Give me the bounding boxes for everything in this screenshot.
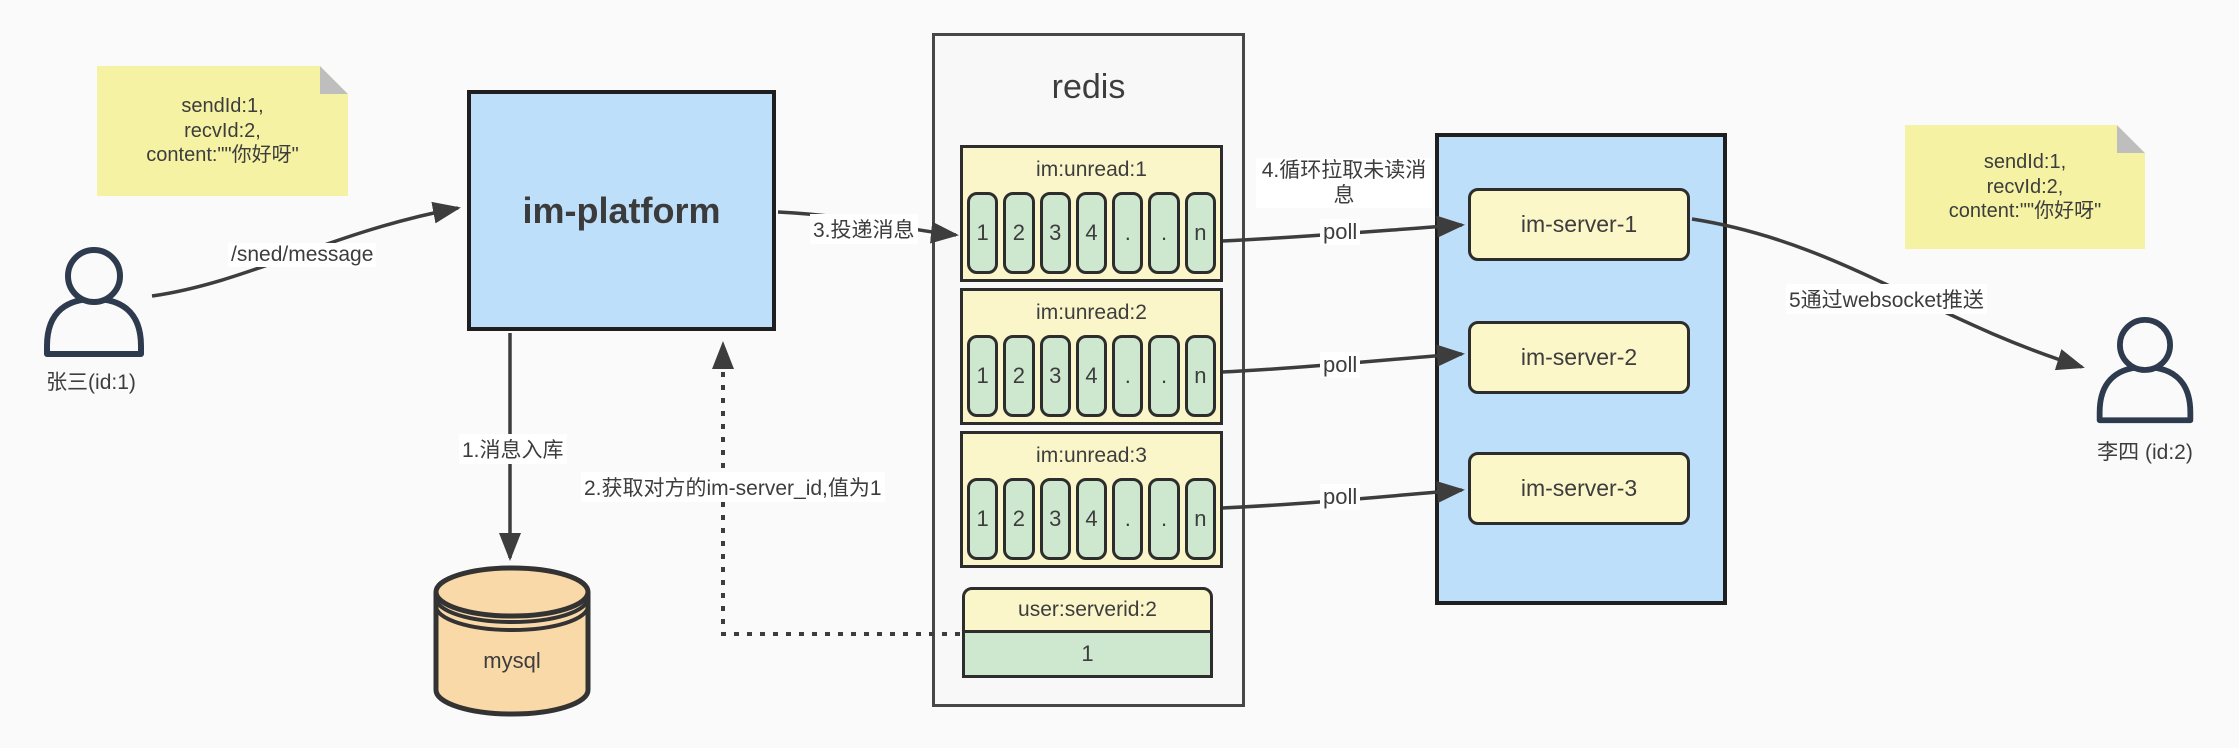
queue-cell: 2 [1003,335,1035,417]
im-server-label: im-server-2 [1520,344,1638,370]
edge-label-poll-2: poll [1320,352,1361,378]
sender-label: 张三(id:1) [46,371,136,394]
edge-label-poll-3: poll [1320,484,1361,510]
edge-step2-dotted [712,341,960,636]
queue-cell: 4 [1075,478,1108,560]
queue-cell: . [1148,335,1180,417]
edge-label-step5: 5通过websocket推送 [1786,284,1987,314]
queue-cell: 2 [1003,192,1035,274]
im-server-label: im-server-1 [1520,211,1638,237]
queue-cell: 2 [1003,478,1035,560]
queue-cells: 1 2 3 4 . . n [963,192,1220,274]
queue-cell: . [1112,192,1144,274]
note-line: recvId:2, [184,119,261,142]
queue-cell: . [1112,335,1144,417]
user-serverid-box: user:serverid:2 1 [962,587,1213,678]
note-fold-corner [320,66,348,94]
sticky-note-sender: sendId:1, recvId:2, content:""你好呀" [97,66,348,196]
queue-cells: 1 2 3 4 . . n [963,335,1220,417]
note-line: sendId:1, [181,95,264,118]
queue-cell: 3 [1039,335,1071,417]
mysql-label: mysql [483,648,541,673]
queue-im-unread-1: im:unread:1 1 2 3 4 . . n [960,145,1223,282]
user-icon-sender [44,247,144,357]
im-platform-title: im-platform [522,189,721,231]
queue-name: im:unread:2 [1036,301,1147,324]
edge-label-send-path: /sned/message [228,243,377,267]
queue-cells: 1 2 3 4 . . n [963,478,1220,560]
im-server-1-node: im-server-1 [1468,188,1690,261]
edge-label-step1: 1.消息入库 [459,434,567,464]
queue-cell: 1 [967,478,999,560]
im-server-2-node: im-server-2 [1468,321,1690,394]
queue-cell: n [1184,335,1216,417]
im-platform-node: im-platform [467,90,776,331]
note-line: content:""你好呀" [146,144,299,167]
queue-cell: 1 [967,192,999,274]
im-server-label: im-server-3 [1520,475,1638,501]
edge-label-step2: 2.获取对方的im-server_id,值为1 [581,472,885,502]
queue-cell: . [1112,478,1144,560]
queue-name: im:unread:3 [1036,444,1147,467]
queue-im-unread-3: im:unread:3 1 2 3 4 . . n [960,431,1223,568]
note-line: content:""你好呀" [1948,200,2102,223]
queue-name: im:unread:1 [1036,158,1147,181]
edge-label-step3: 3.投递消息 [810,214,918,244]
queue-cell: . [1148,478,1180,560]
note-line: sendId:1, [1983,151,2067,174]
note-fold-corner [2117,125,2145,153]
queue-im-unread-2: im:unread:2 1 2 3 4 . . n [960,288,1223,425]
queue-cell: 1 [967,335,999,417]
im-server-3-node: im-server-3 [1468,452,1690,525]
receiver-label: 李四 (id:2) [2097,441,2193,464]
edge-label-poll-1: poll [1320,219,1361,245]
queue-cell: n [1184,478,1216,560]
queue-cell: 4 [1075,335,1108,417]
queue-cell: n [1184,192,1216,274]
queue-cell: 3 [1039,192,1071,274]
user-serverid-value: 1 [962,633,1213,678]
sticky-note-receiver: sendId:1, recvId:2, content:""你好呀" [1905,125,2145,249]
queue-cell: 4 [1075,192,1108,274]
mysql-database-icon [433,565,591,717]
note-line: recvId:2, [1986,175,2064,198]
queue-cell: . [1148,192,1180,274]
queue-cell: 3 [1039,478,1071,560]
redis-title: redis [1051,68,1126,106]
user-icon-receiver [2096,316,2194,424]
edge-label-step4: 4.循环拉取未读消息 [1256,158,1432,209]
user-serverid-key: user:serverid:2 [962,587,1213,633]
